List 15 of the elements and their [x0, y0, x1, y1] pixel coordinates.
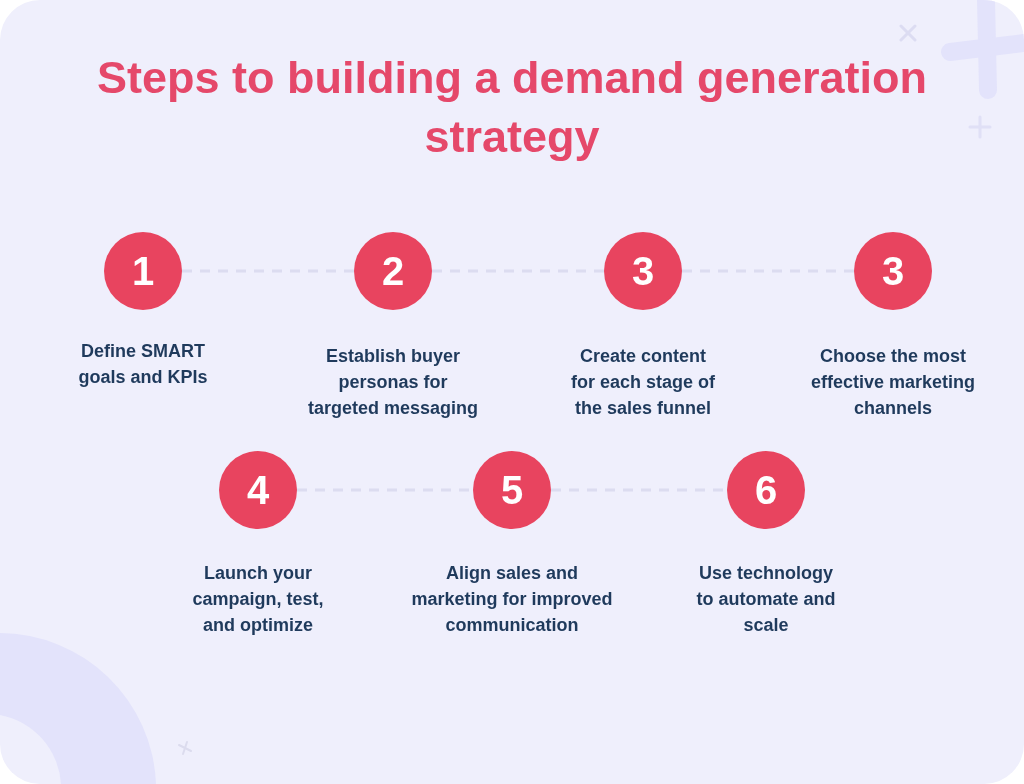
step-description: Launch your campaign, test, and optimize — [191, 562, 325, 637]
step-number: 4 — [246, 468, 270, 512]
step-number: 3 — [631, 249, 655, 293]
step-number: 1 — [131, 249, 155, 293]
step-number: 5 — [500, 468, 524, 512]
step-description: Create content for each stage of the sales funnel — [569, 345, 716, 420]
step-number: 3 — [881, 249, 905, 293]
title: Steps to building a demand generation strategy — [95, 51, 929, 164]
step-description: Define SMART goals and KPIs — [77, 340, 209, 389]
step-description: Use technology to automate and scale — [695, 562, 837, 637]
step-number: 2 — [381, 249, 405, 293]
step-description: Align sales and marketing for improved communication — [410, 562, 614, 637]
step-description: Establish buyer personas for targeted messaging — [306, 345, 480, 420]
step-number: 6 — [754, 468, 778, 512]
step-description: Choose the most effective marketing channels — [809, 345, 977, 420]
